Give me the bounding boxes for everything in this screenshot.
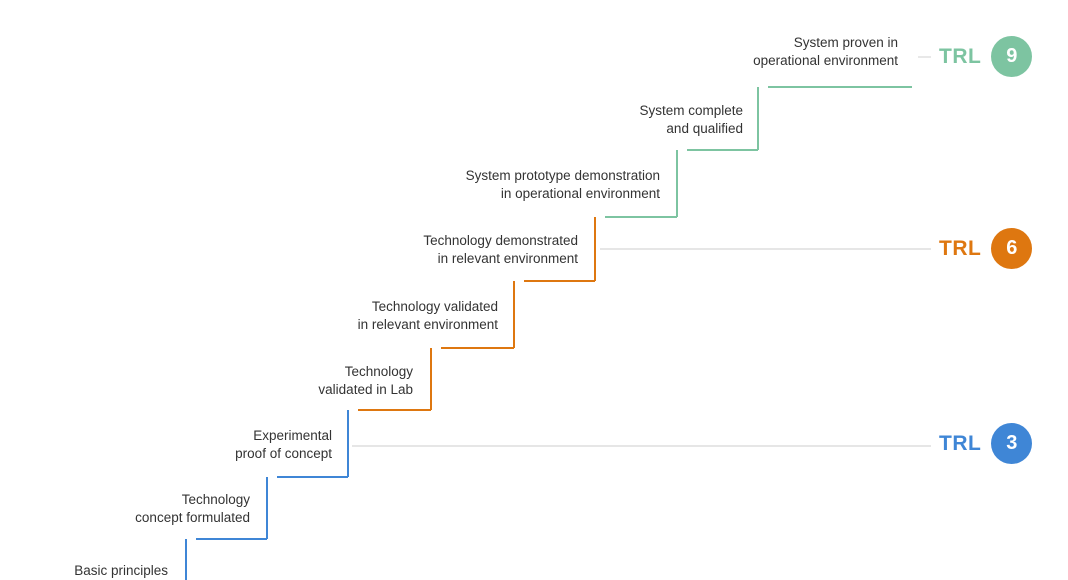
trl-3-badge: 3	[991, 423, 1033, 464]
trl-6-badge: 6	[991, 228, 1033, 269]
step-label-2: Technology concept formulated	[135, 491, 250, 527]
trl-9-label: TRL	[939, 44, 982, 68]
step-7-line2: in operational environment	[500, 186, 660, 201]
step-label-6: Technology demonstrated in relevant envi…	[423, 232, 578, 268]
step-7-line1: System prototype demonstration	[465, 168, 660, 183]
step-9-line2: operational environment	[753, 53, 898, 68]
step-8-line1: System complete	[639, 103, 743, 118]
step-label-3: Experimental proof of concept	[235, 427, 332, 463]
step-5-line1: Technology validated	[371, 299, 498, 314]
step-3-line2: proof of concept	[235, 446, 332, 461]
step-4-line1: Technology	[344, 364, 413, 379]
trl-6-label: TRL	[939, 236, 982, 260]
step-label-9: System proven in operational environment	[753, 34, 898, 70]
step-label-5: Technology validated in relevant environ…	[358, 298, 498, 334]
step-6-line2: in relevant environment	[437, 251, 578, 266]
step-label-1: Basic principles	[74, 562, 168, 580]
trl-marker-6: TRL 6	[939, 228, 1033, 269]
step-6-line1: Technology demonstrated	[423, 233, 578, 248]
trl-9-badge: 9	[991, 36, 1033, 77]
step-9-line1: System proven in	[793, 35, 898, 50]
trl-marker-9: TRL 9	[939, 36, 1033, 77]
step-5-line2: in relevant environment	[357, 317, 498, 332]
step-1-line1: Basic principles	[74, 563, 168, 578]
step-2-line2: concept formulated	[135, 510, 250, 525]
step-label-8: System complete and qualified	[639, 102, 743, 138]
step-label-4: Technology validated in Lab	[318, 363, 413, 399]
step-3-line1: Experimental	[253, 428, 332, 443]
step-4-line2: validated in Lab	[318, 382, 413, 397]
step-2-line1: Technology	[181, 492, 250, 507]
step-label-7: System prototype demonstration in operat…	[466, 167, 660, 203]
trl-3-label: TRL	[939, 431, 982, 455]
trl-marker-3: TRL 3	[939, 423, 1033, 464]
step-8-line2: and qualified	[666, 121, 743, 136]
